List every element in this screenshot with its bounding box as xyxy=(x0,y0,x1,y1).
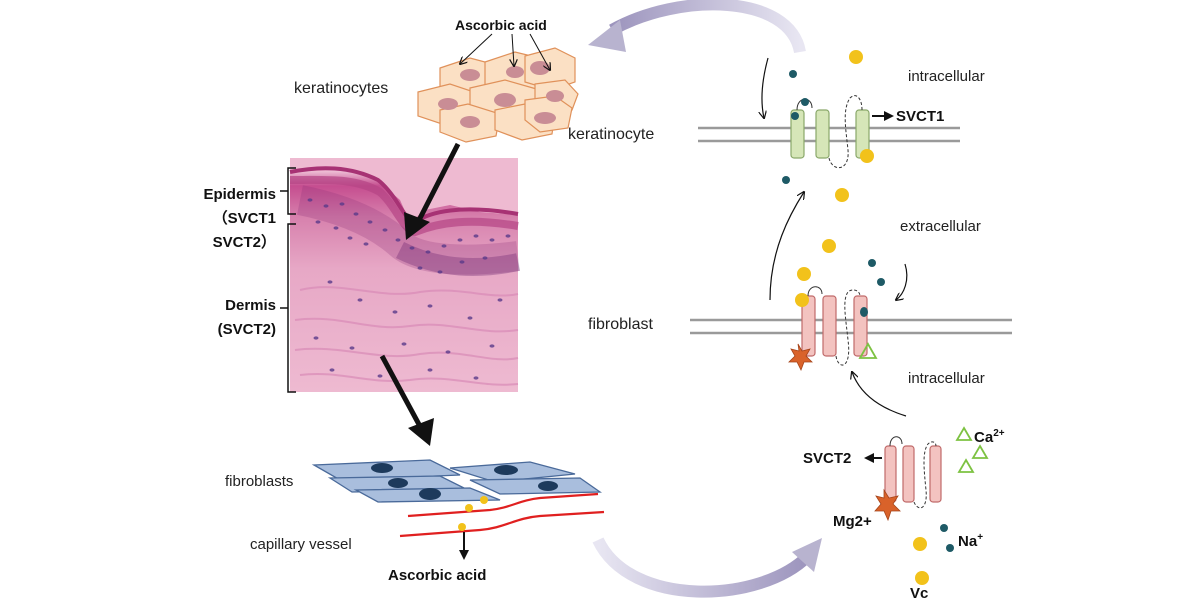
svct1-transporter xyxy=(790,95,870,168)
svct2-legend-transporter xyxy=(884,436,942,509)
fibroblast-cells xyxy=(311,459,603,503)
vc-dot xyxy=(860,149,874,163)
vc-label: Vc xyxy=(910,585,928,600)
ca-label: Ca2+ xyxy=(974,428,1005,446)
vc-dot xyxy=(480,496,488,504)
cycle-arrow-top xyxy=(609,0,806,54)
fibroblast-label: fibroblast xyxy=(588,316,653,333)
svct2-transporter xyxy=(801,286,868,366)
epidermis-label: Epidermis xyxy=(203,186,276,203)
cycle-arrow-bottom-head xyxy=(792,538,822,572)
vc-dot xyxy=(913,537,927,551)
fibroblast-membrane xyxy=(690,318,1012,335)
vc-dot xyxy=(835,188,849,202)
fibroblasts-label: fibroblasts xyxy=(225,473,293,490)
na-dot xyxy=(782,176,790,184)
arrow-to-fibroblasts xyxy=(379,354,425,432)
na-dot xyxy=(860,307,868,317)
svct2-label: SVCT2 xyxy=(803,450,851,467)
na-dot xyxy=(877,278,885,286)
intracellular-mid-label: intracellular xyxy=(908,370,985,387)
na-dot xyxy=(940,524,948,532)
na-label: Na+ xyxy=(958,532,983,550)
keratinocyte-cluster xyxy=(417,47,579,143)
keratinocyte-label: keratinocyte xyxy=(568,126,654,143)
na-dot xyxy=(791,112,799,120)
vc-dot xyxy=(458,523,466,531)
vc-dot xyxy=(915,571,929,585)
dermis-svct2-label: (SVCT2) xyxy=(218,321,276,338)
mg-star xyxy=(788,343,813,371)
cycle-arrow-bottom xyxy=(592,537,813,598)
capillary-vessel-label: capillary vessel xyxy=(250,536,352,553)
ascorbic-acid-bottom-label: Ascorbic acid xyxy=(388,567,486,584)
vc-dot xyxy=(795,293,809,307)
vc-dot xyxy=(822,239,836,253)
vc-dot xyxy=(465,504,473,512)
histology-image xyxy=(289,158,520,392)
ca-triangle xyxy=(955,426,973,441)
arrow-aa-cell3 xyxy=(529,33,550,70)
keratinocytes-label: keratinocytes xyxy=(294,80,388,97)
ascorbic-acid-top-label: Ascorbic acid xyxy=(455,17,547,33)
vc-dot xyxy=(797,267,811,281)
na-entry-arrow-mid xyxy=(896,263,908,300)
epidermis-svct2-label: SVCT2） xyxy=(213,233,276,251)
na-dot xyxy=(789,70,797,78)
na-entry-arrow-top xyxy=(762,57,769,118)
extracellular-label: extracellular xyxy=(900,218,981,235)
ca-triangle xyxy=(858,342,878,359)
mg-star xyxy=(874,488,901,522)
arrow-aa-cell1 xyxy=(460,33,493,64)
ion-flow-arrow xyxy=(852,372,907,417)
na-dot xyxy=(868,259,876,267)
mg-label: Mg2+ xyxy=(833,513,872,530)
arrow-aa-cell2 xyxy=(512,33,514,66)
vc-uptake-arrow xyxy=(769,192,804,301)
ca-triangle xyxy=(957,458,975,473)
na-dot xyxy=(801,98,809,106)
vc-dot xyxy=(849,50,863,64)
cycle-arrow-top-head xyxy=(588,20,626,52)
ca-triangle xyxy=(971,444,989,459)
svct1-label: SVCT1 xyxy=(896,108,944,125)
na-dot xyxy=(946,544,954,552)
intracellular-top-label: intracellular xyxy=(908,68,985,85)
arrow-to-epidermis xyxy=(413,142,461,228)
dermis-label: Dermis xyxy=(225,297,276,314)
epidermis-svct1-label: （SVCT1 xyxy=(213,209,276,227)
capillary-vessel xyxy=(399,492,605,538)
